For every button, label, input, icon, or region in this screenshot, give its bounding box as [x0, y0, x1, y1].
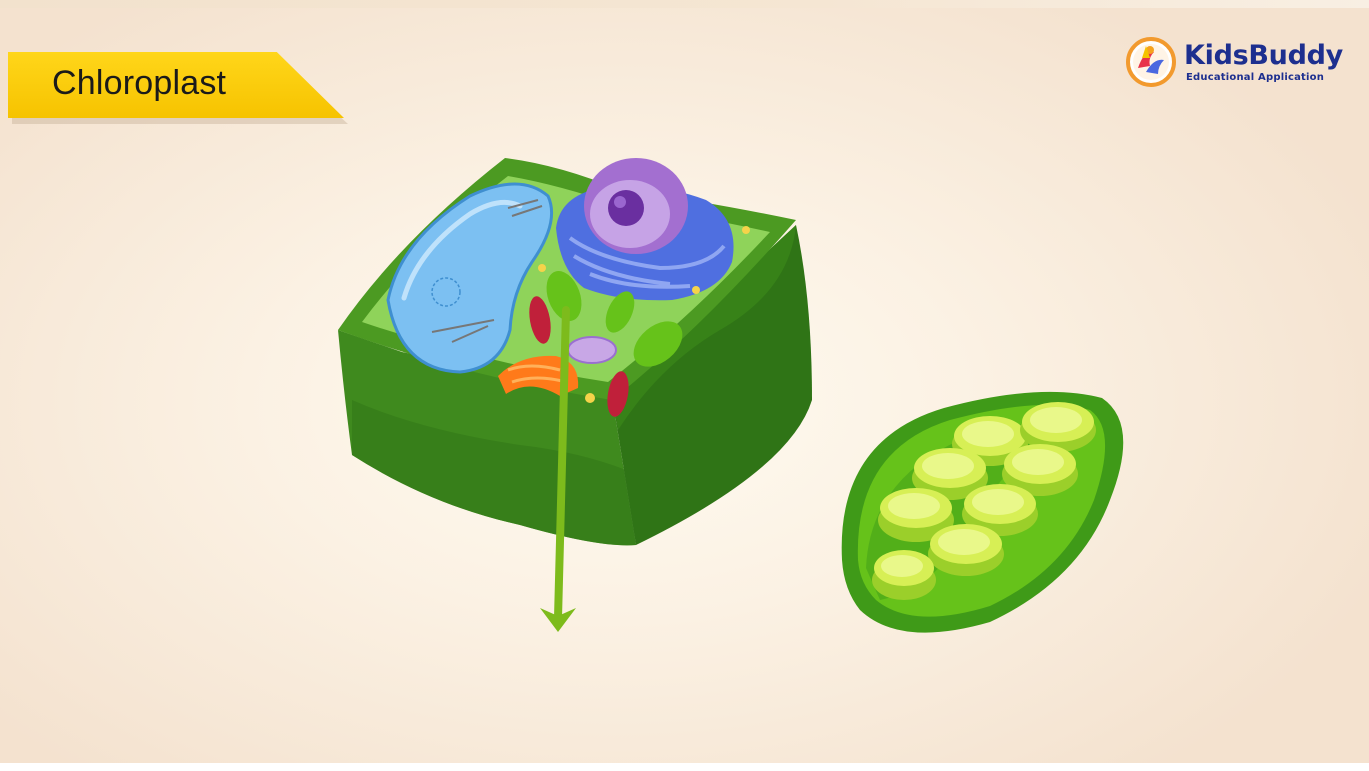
nucleolus: [608, 190, 644, 226]
ribosome: [692, 286, 700, 294]
ribosome: [585, 393, 595, 403]
nucleolus-highlight: [614, 196, 626, 208]
ribosome: [538, 264, 546, 272]
thylakoid-stack: [1020, 402, 1096, 452]
thylakoid-stack: [928, 524, 1004, 576]
plant-cell-illustration: [338, 158, 812, 545]
chloroplast-enlarged: [842, 392, 1124, 633]
thylakoid-stack: [872, 550, 936, 600]
ribosome: [742, 226, 750, 234]
vesicle: [568, 337, 616, 363]
